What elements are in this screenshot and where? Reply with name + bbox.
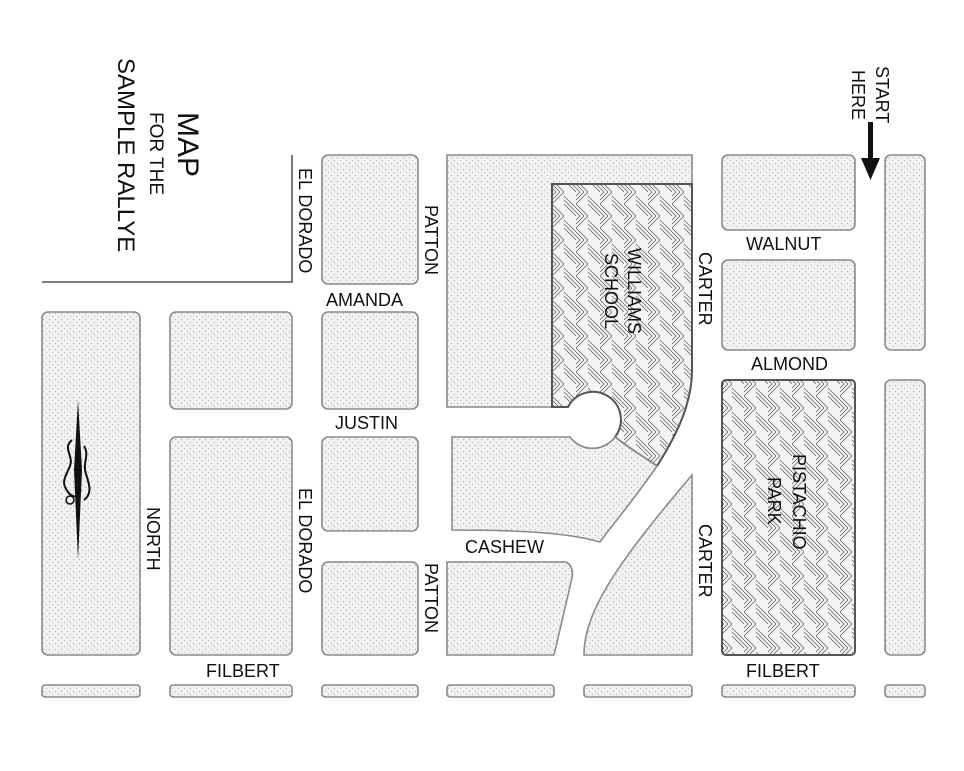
start-label-line2: HERE bbox=[848, 70, 868, 120]
block bbox=[583, 472, 693, 656]
block bbox=[169, 436, 293, 656]
block bbox=[321, 154, 419, 285]
street-amanda: AMANDA bbox=[326, 290, 403, 310]
block bbox=[169, 684, 293, 698]
street-cashew: CASHEW bbox=[465, 537, 544, 557]
pistachio-park bbox=[721, 379, 856, 656]
street-carter-north: CARTER bbox=[695, 252, 715, 326]
park-label: PISTACHIO PARK bbox=[764, 454, 809, 550]
street-walnut: WALNUT bbox=[746, 234, 821, 254]
north-arrow-icon bbox=[63, 400, 91, 560]
block bbox=[41, 684, 141, 698]
street-patton-north: PATTON bbox=[421, 205, 441, 275]
arrow-down-icon bbox=[861, 122, 880, 180]
park-label-line2: PARK bbox=[764, 477, 784, 525]
williams-school bbox=[551, 183, 693, 468]
street-carter-south: CARTER bbox=[695, 524, 715, 598]
block bbox=[321, 561, 419, 656]
school-label: WILLIAMS SCHOOL bbox=[601, 248, 644, 334]
start-label-line1: START bbox=[872, 66, 892, 123]
title-sub: FOR THE bbox=[145, 112, 166, 195]
park-label-line1: PISTACHIO bbox=[789, 454, 809, 550]
school-label-line1: WILLIAMS bbox=[624, 248, 644, 334]
block bbox=[321, 684, 419, 698]
street-patton-south: PATTON bbox=[421, 563, 441, 633]
block bbox=[446, 561, 574, 656]
block bbox=[884, 154, 926, 351]
block bbox=[583, 684, 693, 698]
block bbox=[884, 684, 926, 698]
street-el-dorado-north: EL DORADO bbox=[295, 168, 315, 273]
start-marker: START HERE bbox=[848, 66, 892, 180]
street-justin: JUSTIN bbox=[335, 413, 398, 433]
title-name: SAMPLE RALLYE bbox=[112, 58, 139, 252]
street-filbert-west: FILBERT bbox=[206, 661, 280, 681]
block bbox=[446, 684, 555, 698]
block bbox=[321, 311, 419, 410]
area-boundary bbox=[42, 155, 293, 283]
street-north: NORTH bbox=[143, 507, 163, 571]
title-main: MAP bbox=[171, 112, 204, 177]
block bbox=[321, 436, 419, 532]
school-label-line2: SCHOOL bbox=[601, 253, 621, 329]
map-title: MAP FOR THE SAMPLE RALLYE bbox=[112, 58, 204, 252]
block bbox=[169, 311, 293, 410]
block bbox=[721, 154, 856, 231]
block bbox=[884, 379, 926, 656]
block bbox=[451, 435, 659, 543]
block bbox=[721, 684, 856, 698]
block bbox=[721, 259, 856, 351]
block bbox=[41, 311, 141, 656]
street-filbert-east: FILBERT bbox=[746, 661, 820, 681]
street-almond: ALMOND bbox=[751, 354, 828, 374]
street-el-dorado-south: EL DORADO bbox=[295, 488, 315, 593]
